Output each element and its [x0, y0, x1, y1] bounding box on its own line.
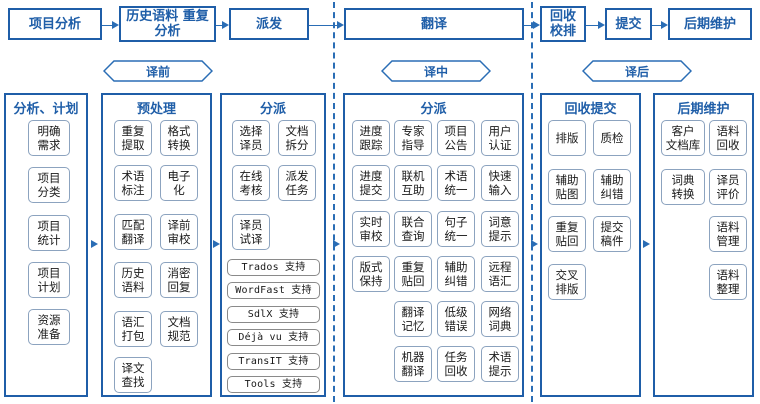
flow-arrow	[213, 240, 220, 248]
panel-title: 回收提交	[564, 102, 617, 117]
flow-arrow	[333, 240, 340, 248]
item-client-doc-library: 客户 文档库	[661, 120, 705, 156]
item-project-classify: 项目 分类	[28, 167, 70, 203]
item-remote-vocab: 远程 语汇	[481, 256, 519, 292]
item-doc-split: 文档 拆分	[278, 120, 316, 156]
item-typeset: 排版	[548, 120, 586, 156]
item-dictionary-convert: 词典 转换	[661, 169, 705, 205]
item-progress-track: 进度 跟踪	[352, 120, 390, 156]
tool-support-wordfast: WordFast 支持	[227, 282, 320, 299]
flow-arrow	[216, 20, 229, 29]
item-doc-standard: 文档 规范	[160, 311, 198, 347]
item-user-auth: 用户 认证	[481, 120, 519, 156]
item-progress-submit: 进度 提交	[352, 165, 390, 201]
item-task-recycle: 任务 回收	[437, 346, 475, 382]
panel-title: 预处理	[136, 102, 176, 117]
item-repeat-extract: 重复 提取	[114, 120, 152, 156]
item-term-unify: 术语 统一	[437, 165, 475, 201]
item-format-convert: 格式 转换	[160, 120, 198, 156]
item-online-assess: 在线 考核	[232, 165, 270, 201]
item-history-corpus: 历史 语料	[114, 262, 152, 298]
tool-support-sdlx: SdlX 支持	[227, 306, 320, 323]
tool-support-tools: Tools 支持	[227, 376, 320, 393]
item-cross-typeset: 交叉 排版	[548, 264, 586, 300]
item-term-mark: 术语 标注	[114, 165, 152, 201]
item-resource-prep: 资源 准备	[28, 309, 70, 345]
item-joint-query: 联合 查询	[394, 211, 432, 247]
item-assist-image: 辅助 贴图	[548, 169, 586, 205]
stage-recycle-proofread: 回收 校排	[540, 6, 586, 42]
item-digitize: 电子 化	[160, 165, 198, 201]
panel-title: 分析、计划	[13, 102, 79, 117]
phase-divider	[333, 2, 335, 402]
item-trial-translate: 译员 试译	[232, 214, 270, 250]
stage-submit: 提交	[605, 8, 652, 40]
item-web-dictionary: 网络 词典	[481, 301, 519, 337]
item-basic-errors: 低级 错误	[437, 301, 475, 337]
item-declassify-restore: 消密 回复	[160, 262, 198, 298]
item-meaning-hint: 词意 提示	[481, 211, 519, 247]
stage-maintenance: 后期维护	[668, 8, 752, 40]
item-realtime-review: 实时 审校	[352, 211, 390, 247]
panel-recycle-submit: 回收提交 排版 质检 辅助 贴图 辅助 纠错 重复 贴回 提交 稿件 交叉 排版	[540, 93, 641, 397]
item-translation-memory: 翻译 记忆	[394, 301, 432, 337]
flow-arrow	[643, 240, 650, 248]
item-assist-correct: 辅助 纠错	[593, 169, 631, 205]
flow-arrow	[309, 20, 344, 29]
stage-project-analysis: 项目分析	[8, 8, 102, 40]
item-submit-draft: 提交 稿件	[593, 216, 631, 252]
item-corpus-manage: 语料 管理	[709, 216, 747, 252]
item-online-help: 联机 互助	[394, 165, 432, 201]
item-match-translate: 匹配 翻译	[114, 214, 152, 250]
item-machine-translate: 机器 翻译	[394, 346, 432, 382]
stage-dispatch: 派发	[229, 8, 309, 40]
tool-support-transit: TransIT 支持	[227, 353, 320, 370]
item-assist-correct: 辅助 纠错	[437, 256, 475, 292]
panel-title: 后期维护	[677, 102, 730, 117]
item-clarify-needs: 明确 需求	[28, 120, 70, 156]
panel-dispatch-translate: 分派 进度 跟踪 专家 指导 项目 公告 用户 认证 进度 提交 联机 互助 术…	[343, 93, 524, 397]
item-quality-check: 质检	[593, 120, 631, 156]
phase-label-mid: 译中	[381, 60, 491, 82]
flow-arrow	[586, 20, 605, 29]
item-project-stats: 项目 统计	[28, 215, 70, 251]
tool-support-dejavu: Déjà vu 支持	[227, 329, 320, 346]
panel-analysis: 分析、计划 明确 需求 项目 分类 项目 统计 项目 计划 资源 准备	[4, 93, 88, 397]
panel-title: 分派	[420, 102, 447, 117]
item-translation-lookup: 译文 查找	[114, 357, 152, 393]
panel-dispatch-pre: 分派 选择 译员 文档 拆分 在线 考核 派发 任务 译员 试译 Trados …	[220, 93, 326, 397]
item-translator-review: 译员 评价	[709, 169, 747, 205]
panel-preprocess: 预处理 重复 提取 格式 转换 术语 标注 电子 化 匹配 翻译 译前 审校 历…	[101, 93, 212, 397]
item-quick-input: 快速 输入	[481, 165, 519, 201]
flow-arrow	[91, 240, 98, 248]
tool-support-trados: Trados 支持	[227, 259, 320, 276]
item-pre-review: 译前 审校	[160, 214, 198, 250]
item-term-hint: 术语 提示	[481, 346, 519, 382]
item-sentence-unify: 句子 统一	[437, 211, 475, 247]
flow-arrow	[652, 20, 668, 29]
item-layout-keep: 版式 保持	[352, 256, 390, 292]
item-expert-guide: 专家 指导	[394, 120, 432, 156]
panel-maintenance: 后期维护 客户 文档库 语料 回收 词典 转换 译员 评价 语料 管理 语料 整…	[653, 93, 754, 397]
item-dispatch-task: 派发 任务	[278, 165, 316, 201]
stage-history-corpus: 历史语料 重复分析	[119, 6, 216, 42]
phase-label-pre: 译前	[103, 60, 213, 82]
item-vocab-pack: 语汇 打包	[114, 311, 152, 347]
phase-label-post: 译后	[582, 60, 692, 82]
item-corpus-recycle: 语料 回收	[709, 120, 747, 156]
item-repeat-paste: 重复 贴回	[394, 256, 432, 292]
stage-translate: 翻译	[344, 8, 524, 40]
item-project-plan: 项目 计划	[28, 262, 70, 298]
flow-arrow	[102, 20, 119, 29]
phase-divider	[531, 2, 533, 402]
item-select-translator: 选择 译员	[232, 120, 270, 156]
item-project-notice: 项目 公告	[437, 120, 475, 156]
flow-arrow	[531, 240, 538, 248]
item-repeat-paste: 重复 贴回	[548, 216, 586, 252]
item-corpus-organize: 语料 整理	[709, 264, 747, 300]
panel-title: 分派	[259, 102, 286, 117]
